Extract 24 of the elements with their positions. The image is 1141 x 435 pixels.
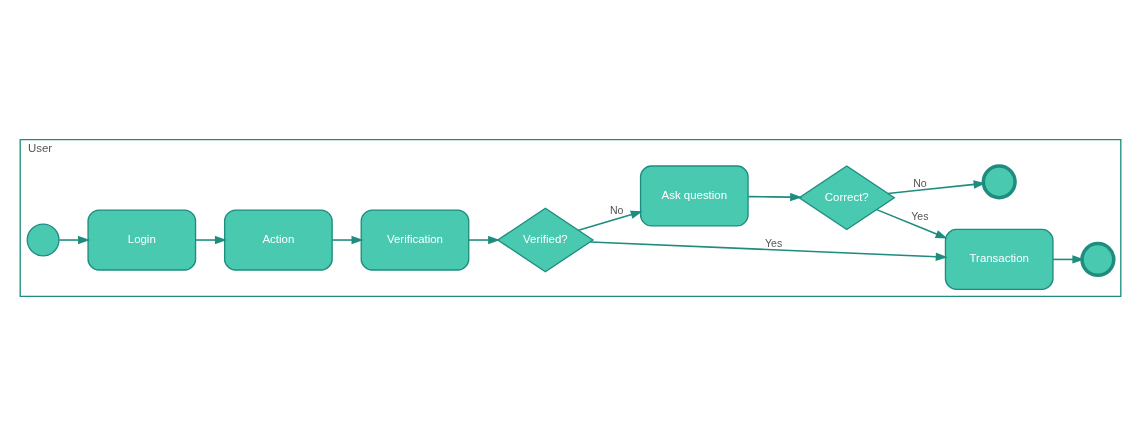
node-circle [1080, 241, 1116, 277]
edge-label: No [913, 176, 927, 189]
edge-label: Yes [911, 209, 929, 222]
arrow [887, 179, 986, 194]
node-box: Verification [360, 208, 470, 271]
arrow [577, 210, 643, 231]
arrow [875, 208, 948, 239]
arrow [468, 235, 501, 244]
arrow [589, 240, 948, 261]
arrow [194, 235, 227, 244]
edge-label: Yes [765, 236, 783, 249]
arrow [747, 192, 803, 201]
node-box: Transaction [944, 228, 1054, 290]
arrow [58, 235, 91, 244]
arrow [331, 235, 364, 244]
arrow [1052, 254, 1085, 264]
node-circle [981, 163, 1017, 199]
node-box: Ask question [639, 164, 749, 227]
node-box: Login [87, 208, 197, 271]
edge-label: No [610, 203, 624, 216]
node-box: Action [223, 208, 333, 271]
node-diamond: Verified? [496, 207, 595, 273]
node-diamond: Correct? [798, 164, 896, 230]
node-circle [26, 223, 60, 257]
